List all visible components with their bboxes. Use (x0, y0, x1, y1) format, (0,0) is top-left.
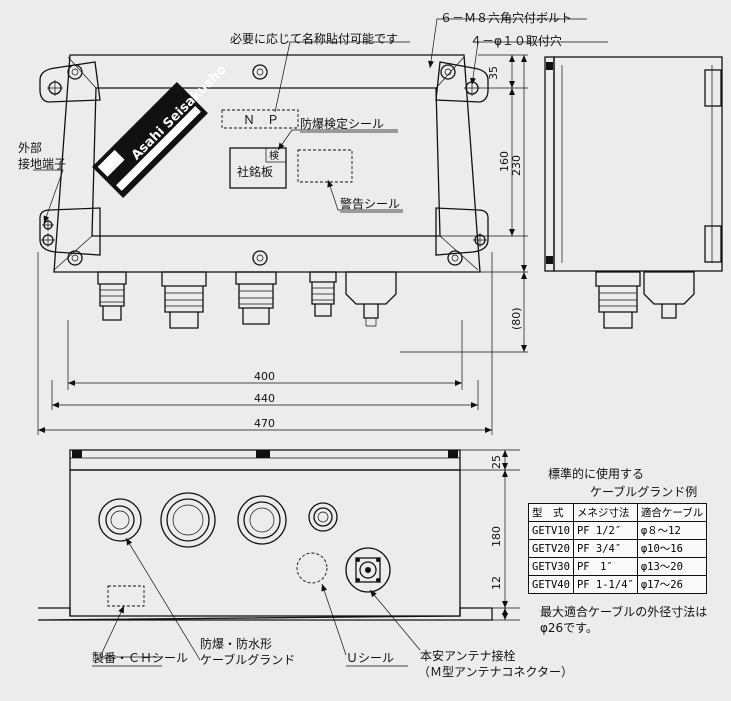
dim-12: 12 (490, 576, 503, 590)
bottom-body (69, 469, 461, 617)
antenna-label-1: 本安アンテナ接栓 (420, 648, 516, 663)
brand-text: Asahi Seisakusho (129, 62, 230, 163)
inspection-label: 検 (269, 149, 279, 162)
side-hinge-top (704, 69, 722, 107)
company-nameplate (229, 147, 287, 189)
hole-label: ４－φ１０取付穴 (470, 33, 562, 48)
serial-seal-label: 製番・ＣＨシール (92, 651, 188, 665)
table-header: 適合ケーブル (636, 503, 708, 522)
brand-plate: Asahi Seisakusho (92, 62, 230, 198)
gland-label-2: ケーブルグランド (200, 652, 295, 667)
dim-230: 230 (510, 155, 523, 176)
table-note-1: 最大適合ケーブルの外径寸法は (540, 604, 707, 619)
table-row: GETV40 PF 1-1/4″ φ17～26 (528, 575, 708, 594)
nameplate-label: 社銘板 (237, 164, 273, 179)
antenna-label-2: （Ｍ型アンテナコネクター） (418, 665, 573, 679)
mounting-holes (41, 80, 487, 247)
antenna-connector (345, 547, 391, 593)
side-view (544, 56, 723, 329)
cable-glands-front (97, 271, 397, 329)
table-row: GETV30 PF 1″ φ13～20 (528, 557, 708, 576)
dim-400: 400 (254, 370, 275, 383)
ex-seal-label: 防爆検定シール (300, 116, 384, 131)
warning-seal-area (297, 149, 353, 183)
table-cell: GETV30 (528, 557, 574, 576)
table-cell: GETV10 (528, 521, 574, 540)
table-title-2: ケーブルグランド例 (590, 484, 697, 499)
np-label: Ｎ Ｐ (243, 113, 279, 127)
bottom-foot-plate (37, 607, 493, 621)
u-seal-label: Ｕシール (346, 651, 394, 665)
side-hinge-bottom (704, 225, 722, 263)
table-cell: PF 1-1/4″ (572, 575, 638, 594)
side-mount-plate (544, 56, 555, 272)
dim-470: 470 (254, 417, 275, 430)
table-cell: PF 1″ (572, 557, 638, 576)
serial-seal-area (107, 585, 145, 607)
leader-lines (33, 18, 608, 661)
gland-label-1: 防爆・防水形 (200, 636, 272, 651)
table-cell: GETV20 (528, 539, 574, 558)
front-view: Asahi Seisakusho Ｎ Ｐ 検 社銘板 (39, 54, 489, 329)
dim-25: 25 (490, 455, 503, 469)
bolt-label: ６－Ｍ８六角穴付ボルト (440, 10, 572, 25)
table-cell: PF 1/2″ (572, 521, 638, 540)
inspection-seal (265, 147, 287, 163)
flange-bottom-left (39, 207, 101, 256)
np-note-label: 必要に応じて名称貼付可能です (230, 31, 398, 46)
table-title-1: 標準的に使用する (548, 466, 644, 481)
flange-top-left (39, 61, 101, 103)
dim-180: 180 (490, 526, 503, 547)
side-enclosure (553, 56, 723, 272)
dim-80: (80) (510, 307, 523, 330)
table-header: 型 式 (528, 503, 574, 522)
ground-label-2: 接地端子 (18, 156, 66, 171)
flange-top-right (435, 61, 489, 103)
table-header: メネジ寸法 (572, 503, 638, 522)
bottom-view (37, 449, 493, 621)
dim-160: 160 (498, 151, 511, 172)
dimension-lines (37, 54, 528, 621)
table-header-row: 型 式 メネジ寸法 適合ケーブル (528, 503, 708, 522)
cable-glands-bottom (98, 492, 338, 548)
dim-35: 35 (487, 66, 500, 80)
table-cell: PF 3/4″ (572, 539, 638, 558)
dim-440: 440 (254, 392, 275, 405)
warn-seal-label: 警告シール (340, 196, 400, 211)
table-cell: φ10～16 (636, 539, 708, 558)
ground-label-1: 外部 (18, 140, 42, 155)
table-row: GETV20 PF 3/4″ φ10～16 (528, 539, 708, 558)
table-row: GETV10 PF 1/2″ φ８～12 (528, 521, 708, 540)
flange-bottom-right (435, 207, 489, 256)
table-cell: φ17～26 (636, 575, 708, 594)
gland-spec-table: 型 式 メネジ寸法 適合ケーブル GETV10 PF 1/2″ φ８～12 GE… (528, 503, 708, 594)
u-seal-area (296, 552, 328, 584)
table-cell: φ８～12 (636, 521, 708, 540)
np-dashed-area (221, 109, 299, 129)
table-cell: φ13～20 (636, 557, 708, 576)
table-note-2: φ26です。 (540, 621, 598, 635)
bolt-heads (67, 64, 463, 266)
table-cell: GETV40 (528, 575, 574, 594)
